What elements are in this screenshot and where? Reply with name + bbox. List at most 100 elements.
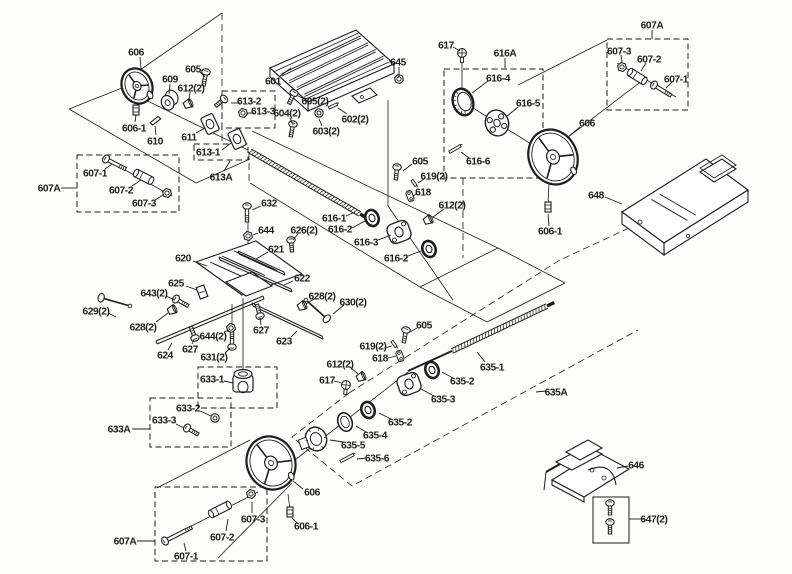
- diagram-line: [350, 207, 355, 212]
- part-cyl: [207, 500, 232, 519]
- diagram-line: [256, 444, 269, 460]
- diagram-line: [281, 37, 361, 77]
- diagram-line: [288, 100, 292, 103]
- part-label-613-1: 613-1: [196, 148, 221, 159]
- part-label-625: 625: [168, 279, 185, 290]
- part-bracket: [386, 219, 412, 245]
- diagram-line: [664, 90, 667, 94]
- part-label-635-2: 635-2: [450, 377, 475, 388]
- part-screw: [286, 236, 296, 253]
- part-screw: [605, 499, 615, 516]
- diagram-line: [345, 211, 356, 217]
- construction-line: [291, 329, 639, 487]
- diagram-line: [321, 335, 324, 340]
- part-label-610: 610: [147, 137, 164, 148]
- part-label-647(2): 647(2): [640, 515, 667, 526]
- diagram-line: [255, 251, 269, 260]
- construction-line: [517, 39, 608, 86]
- box-613-1: [193, 143, 249, 161]
- diagram-line: [191, 338, 195, 345]
- diagram-line: [279, 67, 292, 77]
- diagram-line: [344, 204, 350, 209]
- diagram-line: [659, 193, 697, 216]
- part-label-646: 646: [628, 461, 645, 472]
- diagram-line: [279, 167, 285, 172]
- part-plate: [227, 128, 247, 150]
- part-screw: [392, 163, 402, 181]
- diagram-line: [292, 480, 304, 490]
- part-bearing: [423, 360, 441, 380]
- diagram-line: [224, 347, 231, 354]
- box-647: [592, 496, 630, 544]
- part-label-607-3: 607-3: [132, 199, 157, 210]
- diagram-line: [191, 332, 195, 334]
- diagram-line: [223, 329, 230, 333]
- diagram-line: [188, 526, 191, 531]
- box-633A: [149, 397, 232, 448]
- diagram-line: [167, 342, 173, 351]
- part-label-607A: 607A: [641, 21, 665, 32]
- diagram-line: [223, 96, 227, 101]
- part-label-644: 644: [258, 226, 275, 237]
- part-label-643(2): 643(2): [140, 289, 167, 300]
- part-crosscrew: [457, 48, 467, 63]
- diagram-line: [184, 425, 188, 430]
- diagram-line: [356, 457, 368, 460]
- part-dial: [297, 426, 328, 452]
- diagram-line: [535, 390, 547, 393]
- part-nut: [237, 107, 249, 119]
- part-label-623: 623: [276, 337, 293, 348]
- diagram-line: [313, 186, 319, 191]
- diagram-line: [256, 310, 261, 312]
- diagram-line: [450, 303, 547, 350]
- diagram-line: [347, 206, 352, 210]
- handwheel: [245, 435, 297, 491]
- part-screw: [605, 518, 615, 535]
- diagram-line: [283, 271, 286, 276]
- part-pin: [339, 452, 356, 464]
- part-label-607-2: 607-2: [637, 55, 662, 66]
- diagram-line: [460, 151, 470, 159]
- diagram-line: [341, 202, 347, 207]
- diagram-line: [416, 185, 418, 188]
- diagram-line: [305, 299, 326, 318]
- diagram-line: [273, 164, 279, 168]
- diagram-line: [271, 162, 276, 167]
- diagram-line: [191, 429, 194, 433]
- diagram-line: [107, 312, 117, 318]
- diagram-line: [547, 182, 550, 205]
- part-block: [195, 284, 209, 300]
- diagram-line: [252, 232, 259, 236]
- part-label-635A: 635A: [545, 388, 569, 399]
- diagram-line: [281, 35, 361, 75]
- diagram-line: [604, 196, 623, 205]
- diagram-line: [453, 94, 457, 98]
- part-crosscrew: [341, 380, 351, 395]
- part-label-628(2): 628(2): [308, 292, 335, 303]
- diagram-line: [156, 298, 265, 345]
- diagram-line: [546, 301, 555, 308]
- handwheel: [527, 128, 579, 186]
- diagram-line: [403, 335, 407, 337]
- construction-line: [419, 247, 499, 288]
- part-label-607-1: 607-1: [174, 552, 199, 563]
- part-nut: [393, 73, 405, 85]
- diagram-line: [459, 144, 463, 146]
- part-nut: [616, 61, 628, 73]
- part-cone: [422, 213, 434, 225]
- diagram-line: [282, 169, 287, 173]
- part-label-645: 645: [390, 58, 407, 69]
- diagram-line: [333, 380, 343, 384]
- part-nut: [245, 488, 257, 500]
- diagram-line: [557, 154, 574, 158]
- part-screw: [188, 325, 200, 342]
- diagram-shape: [237, 107, 249, 119]
- part-pin: [410, 178, 418, 188]
- construction-line: [497, 247, 566, 284]
- diagram-line: [285, 170, 290, 175]
- part-label-616-4: 616-4: [486, 74, 511, 85]
- part-pin: [327, 102, 339, 110]
- diagram-line: [251, 151, 256, 155]
- diagram-line: [305, 298, 315, 305]
